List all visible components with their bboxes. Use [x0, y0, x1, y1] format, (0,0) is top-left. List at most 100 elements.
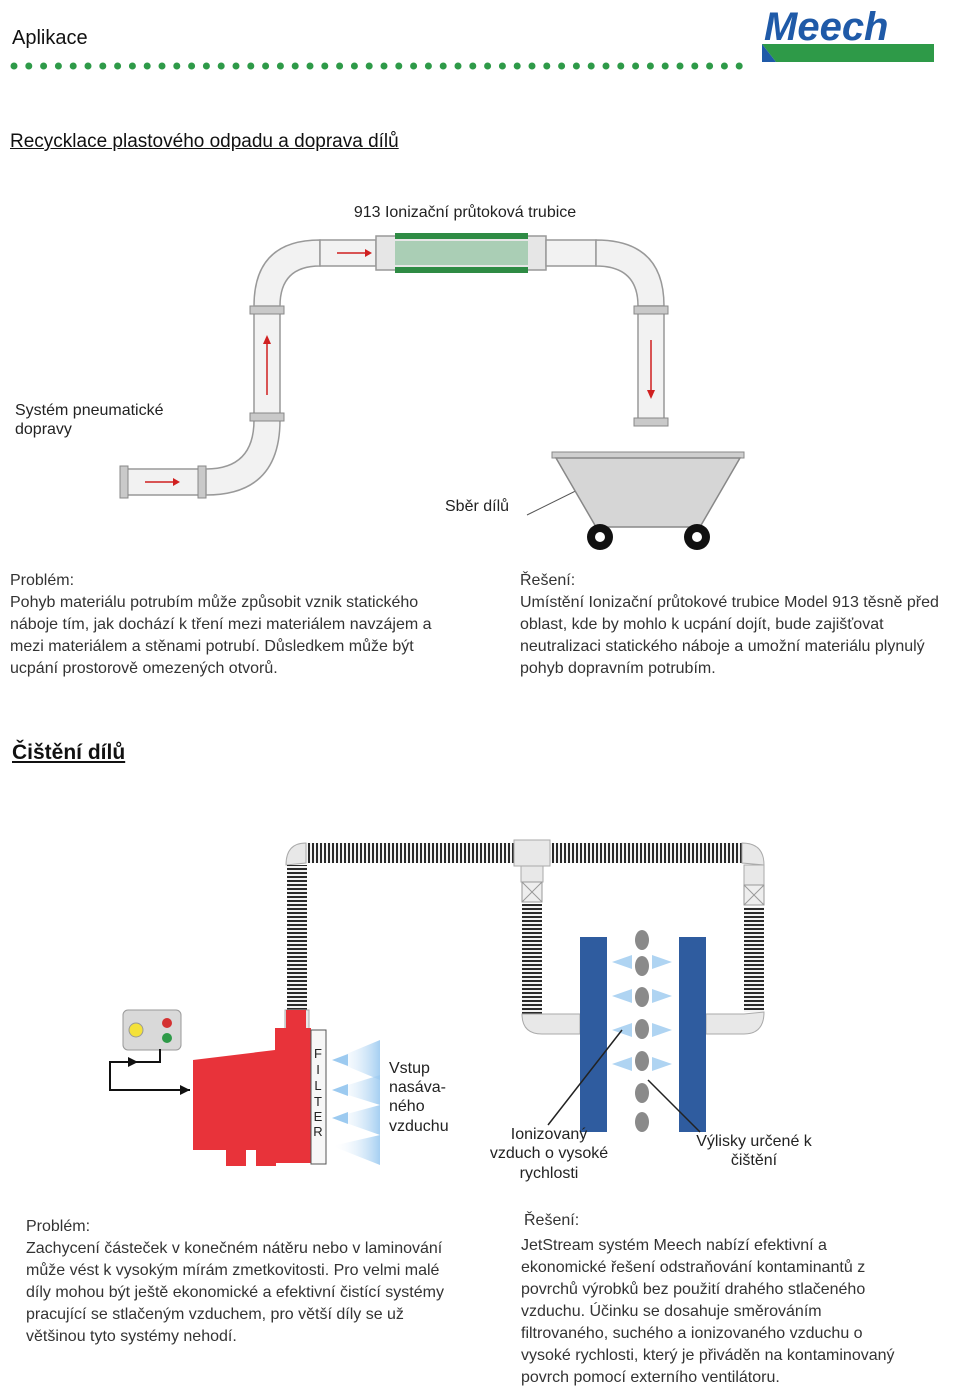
s2-solution-heading: Řešení: — [524, 1212, 580, 1229]
s2-solution-line: filtrovaného, suchého a ionizovaného vzd… — [521, 1325, 863, 1342]
s2-problem-line: pracující se stlačeným vzduchem, pro vět… — [26, 1306, 404, 1323]
divider-dot — [158, 62, 166, 70]
logo-text: Meech — [764, 5, 889, 49]
divider-dot — [602, 62, 610, 70]
s2-solution-block: Řešení: JetStream systém Meech nabízí ef… — [521, 1210, 941, 1389]
s1-problem-line: mezi materiálem a stěnami potrubí. Důsle… — [10, 638, 414, 655]
divider-dot — [454, 62, 462, 70]
s2-problem-heading: Problém: — [26, 1218, 91, 1235]
s1-solution-line: Umístění Ionizační průtokové trubice Mod… — [520, 594, 939, 611]
collection-label: Sběr dílů — [445, 497, 509, 515]
filter-letter: I — [316, 1062, 320, 1077]
system-label-line2: dopravy — [15, 421, 72, 438]
divider-dot — [439, 62, 447, 70]
divider-dot — [25, 62, 33, 70]
divider-dot — [484, 62, 492, 70]
section-title-recycling: Recycklace plastového odpadu a doprava d… — [10, 131, 399, 152]
divider-dot — [424, 62, 432, 70]
s2-solution-line: povrch pomocí externího ventilátoru. — [521, 1369, 780, 1386]
divider-dot — [232, 62, 240, 70]
divider-dot — [247, 62, 255, 70]
divider-dot — [202, 62, 210, 70]
divider-dot — [395, 62, 403, 70]
divider-dot — [10, 62, 18, 70]
divider-dot — [706, 62, 714, 70]
s1-solution-block: Řešení: Umístění Ionizační průtokové tru… — [520, 570, 960, 680]
s1-solution-line: neutralizaci statického náboje a umožní … — [520, 638, 925, 655]
divider-dot — [469, 62, 477, 70]
ionized-label-line: rychlosti — [520, 1165, 579, 1182]
divider-dot — [143, 62, 151, 70]
s1-problem-line: ucpání prostorově omezených otvorů. — [10, 660, 278, 677]
divider-dot — [380, 62, 388, 70]
s1-problem-block: Problém: Pohyb materiálu potrubím může z… — [10, 570, 480, 680]
divider-dot — [410, 62, 418, 70]
divider-dot — [69, 62, 77, 70]
divider-dot — [498, 62, 506, 70]
divider-dot — [691, 62, 699, 70]
divider-dot — [291, 62, 299, 70]
ionized-label-line: Ionizovaný — [511, 1126, 588, 1143]
section-title-parts-cleaning: Čištění dílů — [12, 741, 126, 764]
ionized-label-line: vzduch o vysoké — [490, 1145, 608, 1162]
divider-dot — [735, 62, 743, 70]
s2-problem-line: Zachycení částeček v konečném nátěru neb… — [26, 1240, 443, 1257]
divider-dot — [114, 62, 122, 70]
nozzle-label-line: Výlisky určené k — [696, 1133, 813, 1150]
divider-dot — [84, 62, 92, 70]
divider-dot — [321, 62, 329, 70]
system-label-line1: Systém pneumatické — [15, 402, 164, 419]
divider-dot — [543, 62, 551, 70]
divider-dot — [99, 62, 107, 70]
divider-dot — [646, 62, 654, 70]
header-dotted-divider — [10, 62, 743, 70]
divider-dot — [587, 62, 595, 70]
divider-dot — [217, 62, 225, 70]
meech-logo: Meech — [762, 5, 934, 62]
divider-dot — [632, 62, 640, 70]
s2-solution-line: vysoké rychlosti, který je přiváděn na k… — [521, 1347, 895, 1364]
s2-solution-line: ekonomické řešení odstraňování kontamina… — [521, 1259, 866, 1276]
divider-dot — [720, 62, 728, 70]
filter-letter: L — [314, 1078, 321, 1093]
inlet-label-line: Vstup — [389, 1060, 430, 1077]
filter-letter: R — [313, 1124, 322, 1139]
s1-solution-line: oblast, kde by mohlo k ucpání dojít, bud… — [520, 616, 884, 633]
divider-dot — [54, 62, 62, 70]
s2-problem-line: většinou tyto systémy nehodí. — [26, 1328, 237, 1345]
divider-dot — [262, 62, 270, 70]
page-header-title: Aplikace — [12, 27, 88, 49]
filter-letter: T — [314, 1094, 322, 1109]
divider-dot — [40, 62, 48, 70]
parts-cleaning-diagram: F I L T E R Vstup nasáva- ného vzduchu I… — [109, 839, 813, 1182]
inlet-label-line: ného — [389, 1098, 425, 1115]
divider-dot — [336, 62, 344, 70]
divider-dot — [173, 62, 181, 70]
filter-letter: E — [314, 1109, 323, 1124]
s1-problem-heading: Problém: — [10, 572, 75, 589]
inlet-label-line: nasáva- — [389, 1079, 446, 1096]
s1-solution-heading: Řešení: — [520, 572, 576, 589]
divider-dot — [188, 62, 196, 70]
divider-dot — [365, 62, 373, 70]
s2-problem-block: Problém: Zachycení částeček v konečném n… — [26, 1216, 496, 1348]
inlet-label-line: vzduchu — [389, 1118, 449, 1135]
divider-dot — [350, 62, 358, 70]
divider-dot — [528, 62, 536, 70]
s2-problem-line: díly mohou být ještě ekonomické a efekti… — [26, 1284, 444, 1301]
s2-solution-line: JetStream systém Meech nabízí efektivní … — [521, 1237, 827, 1254]
divider-dot — [513, 62, 521, 70]
divider-dot — [276, 62, 284, 70]
divider-dot — [306, 62, 314, 70]
s1-solution-line: pohyb dopravním potrubím. — [520, 660, 716, 677]
tube-label: 913 Ionizační průtoková trubice — [354, 203, 576, 221]
s2-solution-line: vzduchu. Účinku se dosahuje směrováním — [521, 1303, 822, 1320]
divider-dot — [572, 62, 580, 70]
filter-letter: F — [314, 1046, 322, 1061]
divider-dot — [128, 62, 136, 70]
s2-problem-line: může vést k vysokým mírám zmetkovitosti.… — [26, 1262, 440, 1279]
divider-dot — [558, 62, 566, 70]
divider-dot — [676, 62, 684, 70]
pneumatic-conveying-diagram: 913 Ionizační průtoková trubice Systém p… — [15, 203, 745, 550]
s2-solution-line: povrchů výrobků bez použití drahého stla… — [521, 1281, 866, 1298]
